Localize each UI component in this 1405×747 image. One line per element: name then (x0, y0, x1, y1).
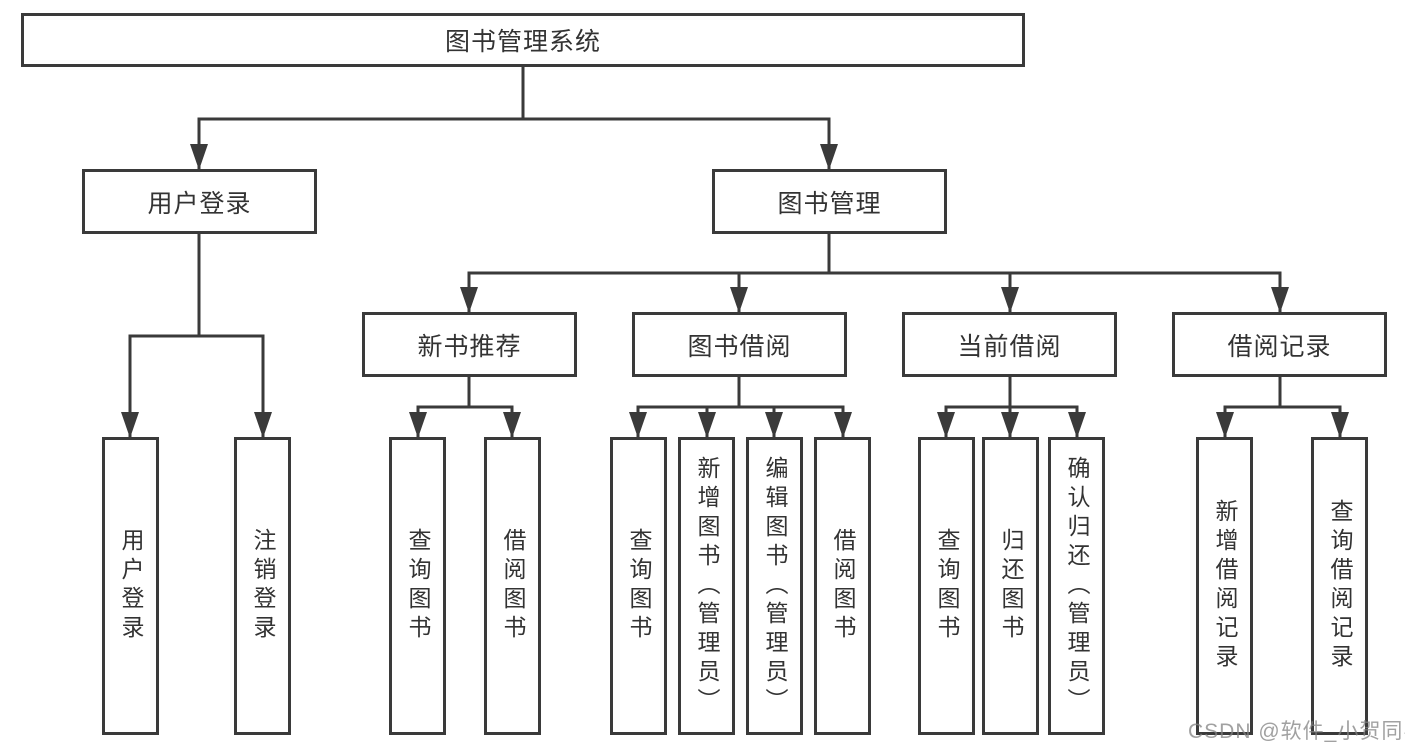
leaf-label: 用户登录 (118, 528, 144, 644)
leaf-label: 查询图书 (934, 528, 960, 644)
leaf-borrow-books-recommend: 借阅图书 (484, 437, 541, 735)
node-book-management: 图书管理 (712, 169, 947, 234)
leaf-add-borrow-record: 新增借阅记录 (1196, 437, 1253, 735)
node-label: 图书借阅 (687, 332, 792, 361)
node-label: 新书推荐 (417, 332, 522, 361)
node-label: 用户登录 (147, 189, 252, 218)
root-node-library-management-system: 图书管理系统 (21, 13, 1025, 67)
node-label: 借阅记录 (1227, 332, 1332, 361)
leaf-label: 借阅图书 (830, 528, 856, 644)
node-new-book-recommend: 新书推荐 (362, 312, 577, 377)
arrowheads (121, 144, 1349, 438)
root-node-label: 图书管理系统 (444, 28, 601, 56)
leaf-logout: 注销登录 (234, 437, 291, 735)
node-user-login: 用户登录 (82, 169, 317, 234)
node-current-borrow: 当前借阅 (902, 312, 1117, 377)
leaf-query-borrow-record: 查询借阅记录 (1311, 437, 1368, 735)
leaf-edit-books-admin: 编辑图书（管理员） (746, 437, 803, 735)
leaf-confirm-return-admin: 确认归还（管理员） (1048, 437, 1105, 735)
leaf-query-books-current: 查询图书 (918, 437, 975, 735)
leaf-label: 查询图书 (405, 528, 431, 644)
leaf-query-books-borrow: 查询图书 (610, 437, 667, 735)
leaf-label: 确认归还（管理员） (1064, 455, 1090, 717)
leaf-label: 编辑图书（管理员） (762, 455, 788, 717)
leaf-query-books-recommend: 查询图书 (389, 437, 446, 735)
csdn-watermark: CSDN @软件_小贺同学 (1188, 720, 1405, 743)
leaf-borrow-books: 借阅图书 (814, 437, 871, 735)
leaf-return-books: 归还图书 (982, 437, 1039, 735)
node-book-borrow: 图书借阅 (632, 312, 847, 377)
leaf-label: 归还图书 (998, 528, 1024, 644)
leaf-label: 查询图书 (626, 528, 652, 644)
leaf-label: 新增借阅记录 (1212, 499, 1238, 673)
leaf-label: 新增图书（管理员） (694, 455, 720, 717)
node-borrow-records: 借阅记录 (1172, 312, 1387, 377)
leaf-add-books-admin: 新增图书（管理员） (678, 437, 735, 735)
node-label: 图书管理 (777, 189, 882, 218)
node-label: 当前借阅 (957, 332, 1062, 361)
leaf-user-login: 用户登录 (102, 437, 159, 735)
leaf-label: 借阅图书 (500, 528, 526, 644)
leaf-label: 注销登录 (250, 528, 276, 644)
leaf-label: 查询借阅记录 (1327, 499, 1353, 673)
